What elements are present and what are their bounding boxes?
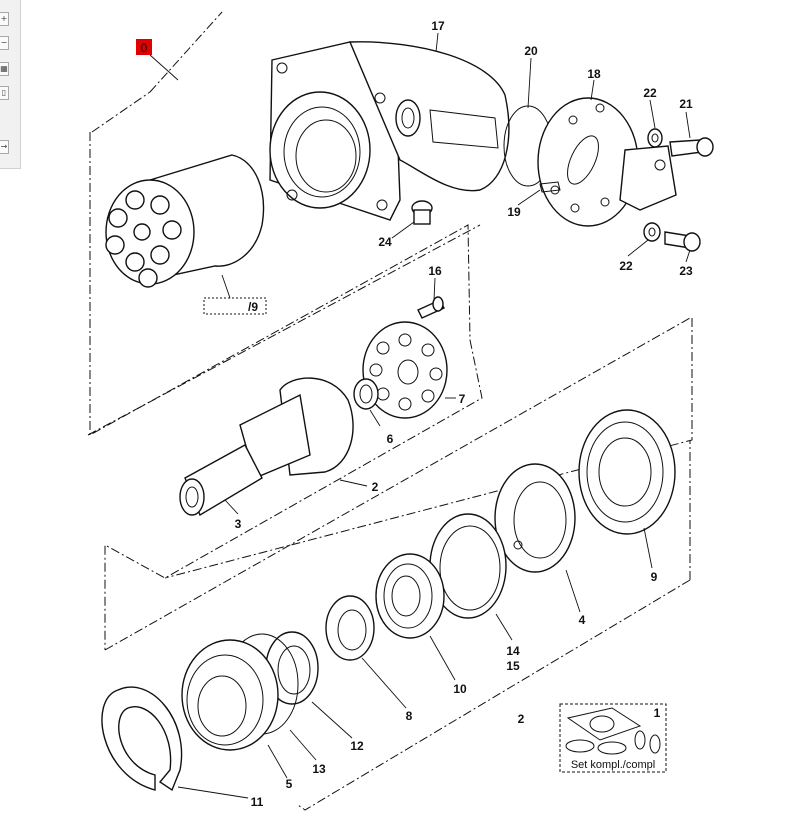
label-16: 16 (428, 264, 442, 278)
part-21-screw[interactable] (669, 137, 714, 157)
label-4: 4 (579, 613, 586, 627)
zoom-out-button[interactable]: − (0, 36, 9, 50)
hotspot-label: 0 (141, 41, 148, 55)
label-12: 12 (350, 739, 364, 753)
part-23-screw[interactable] (664, 231, 701, 252)
part-4-seal-carrier[interactable] (494, 463, 576, 573)
part-number-labels: 17 20 18 22 21 19 22 23 24 16 7 6 2 3 9 … (235, 19, 693, 809)
grid-view-button[interactable]: ▦ (0, 62, 9, 76)
label-6: 6 (387, 432, 394, 446)
part-16-screw[interactable] (417, 296, 445, 319)
part-12-ring[interactable] (265, 631, 319, 705)
label-24: 24 (378, 235, 392, 249)
part-3-drive-shaft[interactable] (179, 377, 354, 517)
part-17-housing[interactable] (269, 41, 510, 221)
label-1: 1 (654, 706, 661, 720)
part-8-lock-nut[interactable] (325, 595, 375, 661)
hotspot-0[interactable]: 0 (136, 39, 179, 81)
leader-lines (177, 32, 691, 799)
label-22-upper: 22 (643, 86, 657, 100)
svg-text:/9: /9 (248, 300, 258, 314)
part-7-retainer-plate[interactable] (362, 321, 448, 419)
label-20: 20 (524, 44, 538, 58)
part-5-flange[interactable] (181, 639, 279, 751)
part-1-seal-kit[interactable]: Set kompl./compl (559, 703, 667, 773)
frame-shaft-group (87, 224, 693, 650)
label-19: 19 (507, 205, 521, 219)
label-17: 17 (431, 19, 445, 33)
label-9: 9 (651, 570, 658, 584)
part-11-circlip[interactable] (101, 686, 183, 792)
label-15: 15 (506, 659, 520, 673)
label-11: 11 (251, 795, 264, 809)
part-14-15-shim[interactable] (429, 513, 507, 619)
next-button[interactable]: → (0, 140, 9, 154)
label-2-lower: 2 (518, 712, 525, 726)
label-18: 18 (587, 67, 601, 81)
part-18-valve-plate[interactable] (537, 97, 677, 227)
label-7: 7 (459, 392, 466, 406)
label-21: 21 (679, 97, 693, 111)
page-view-button[interactable]: ▯ (0, 86, 9, 100)
label-5: 5 (286, 777, 293, 791)
part-22-washer-upper[interactable] (647, 128, 663, 148)
label-13: 13 (312, 762, 326, 776)
seal-kit-caption: Set kompl./compl (571, 759, 655, 771)
label-3: 3 (235, 517, 242, 531)
label-2-upper: 2 (372, 480, 379, 494)
label-10: 10 (453, 682, 467, 696)
frame-piston-group (89, 11, 471, 436)
part-22-washer-lower[interactable] (643, 222, 661, 242)
frame-bearing-group (104, 317, 691, 811)
label-14: 14 (506, 644, 520, 658)
zoom-in-button[interactable]: + (0, 12, 9, 26)
part-24-plug[interactable] (411, 200, 433, 225)
label-23: 23 (679, 264, 693, 278)
label-22-lower: 22 (619, 259, 633, 273)
part-cylinder-block[interactable] (105, 154, 265, 288)
part-9-roller-bearing[interactable] (578, 409, 676, 535)
part-10-taper-bearing[interactable] (375, 553, 445, 639)
part-6-ring[interactable] (353, 378, 379, 410)
part-9-reference-box: /9 (203, 274, 267, 315)
label-8: 8 (406, 709, 413, 723)
viewer-toolbar: + − ▦ ▯ → (0, 0, 21, 169)
